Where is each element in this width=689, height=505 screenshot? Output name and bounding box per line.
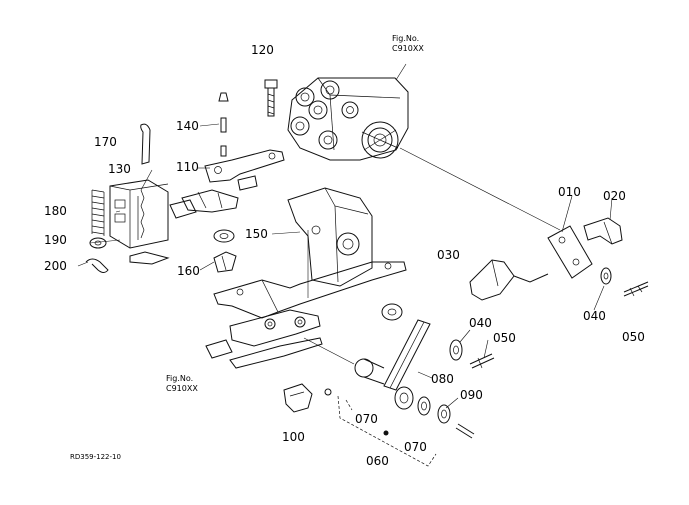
label-leaders bbox=[77, 123, 613, 409]
link-110 bbox=[181, 149, 285, 213]
label-060: 060 bbox=[366, 454, 389, 468]
main-bracket-150 bbox=[287, 187, 373, 298]
label-090: 090 bbox=[460, 388, 483, 402]
lever-010 bbox=[547, 217, 623, 279]
label-160: 160 bbox=[177, 264, 200, 278]
pin-050-right bbox=[623, 281, 649, 297]
label-070-upper: 070 bbox=[355, 412, 378, 426]
label-040-right: 040 bbox=[583, 309, 606, 323]
drawing-number: RD359-122-10 bbox=[70, 453, 121, 461]
label-170: 170 bbox=[94, 135, 117, 149]
label-190: 190 bbox=[44, 233, 67, 247]
fig-ref-bottom-line1: Fig.No. bbox=[166, 374, 194, 383]
label-050-right: 050 bbox=[622, 330, 645, 344]
pin-170 bbox=[140, 123, 151, 165]
washer-090 bbox=[437, 404, 475, 439]
label-050-center: 050 bbox=[493, 331, 516, 345]
label-180: 180 bbox=[44, 204, 67, 218]
washer-160 bbox=[213, 229, 237, 273]
label-040-center: 040 bbox=[469, 316, 492, 330]
washer-040-center bbox=[449, 339, 463, 361]
label-140: 140 bbox=[176, 119, 199, 133]
bolt-120 bbox=[264, 79, 278, 117]
label-070-lower: 070 bbox=[404, 440, 427, 454]
label-030: 030 bbox=[437, 248, 460, 262]
label-120: 120 bbox=[251, 43, 274, 57]
group-060-outline bbox=[337, 395, 437, 467]
valve-assembly bbox=[287, 77, 409, 161]
yoke-100 bbox=[283, 383, 332, 413]
fig-ref-top-line2: C910XX bbox=[392, 44, 424, 53]
fig-ref-bottom-line2: C910XX bbox=[166, 384, 198, 393]
rod-080 bbox=[354, 303, 431, 410]
pin-050-center bbox=[469, 353, 495, 369]
spring-180 bbox=[89, 189, 107, 249]
washer-040-right bbox=[600, 267, 612, 285]
clip-200 bbox=[85, 258, 109, 273]
label-020: 020 bbox=[603, 189, 626, 203]
washer-070 bbox=[417, 396, 431, 416]
label-010: 010 bbox=[558, 185, 581, 199]
label-150: 150 bbox=[245, 227, 268, 241]
label-200: 200 bbox=[44, 259, 67, 273]
label-110: 110 bbox=[176, 160, 199, 174]
fig-ref-bottom: Fig.No. C910XX bbox=[166, 374, 198, 394]
fig-ref-top: Fig.No. C910XX bbox=[392, 34, 424, 54]
fig-ref-top-line1: Fig.No. bbox=[392, 34, 420, 43]
part-030 bbox=[469, 259, 549, 301]
bracket-130 bbox=[109, 179, 197, 265]
label-080: 080 bbox=[431, 372, 454, 386]
leader-lines bbox=[303, 63, 561, 365]
label-130: 130 bbox=[108, 162, 131, 176]
base-plate bbox=[205, 261, 407, 369]
label-100: 100 bbox=[282, 430, 305, 444]
pin-140 bbox=[218, 92, 229, 157]
